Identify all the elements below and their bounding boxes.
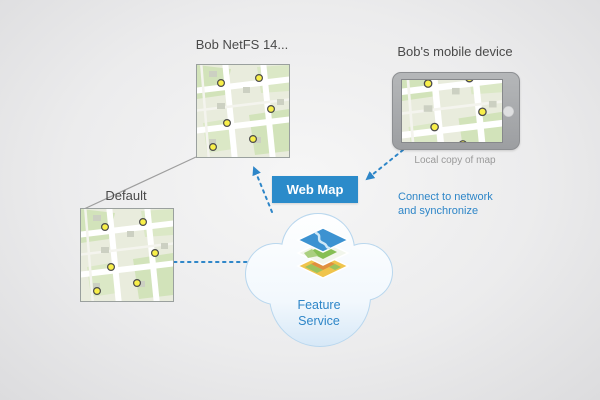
mobile-device bbox=[392, 72, 520, 150]
netfs-map-thumbnail bbox=[196, 64, 290, 158]
device-label: Bob's mobile device bbox=[397, 44, 513, 59]
home-button-icon bbox=[503, 105, 514, 117]
feature-service-label: Feature Service bbox=[297, 298, 341, 328]
default-map-label: Default bbox=[105, 188, 147, 203]
netfs-map-label: Bob NetFS 14... bbox=[195, 37, 289, 52]
map-image bbox=[197, 65, 289, 157]
tablet-screen bbox=[401, 79, 503, 143]
sync-note: Connect to network and synchronize bbox=[398, 191, 493, 218]
device-caption: Local copy of map bbox=[414, 155, 496, 166]
default-map-thumbnail bbox=[80, 208, 174, 302]
map-image bbox=[81, 209, 173, 301]
tablet-map-image bbox=[402, 80, 502, 142]
web-map-node: Web Map bbox=[272, 176, 358, 203]
arrow-cloud-to-netfs bbox=[252, 166, 273, 213]
layers-icon bbox=[296, 227, 350, 279]
cloud-shape bbox=[245, 213, 393, 347]
